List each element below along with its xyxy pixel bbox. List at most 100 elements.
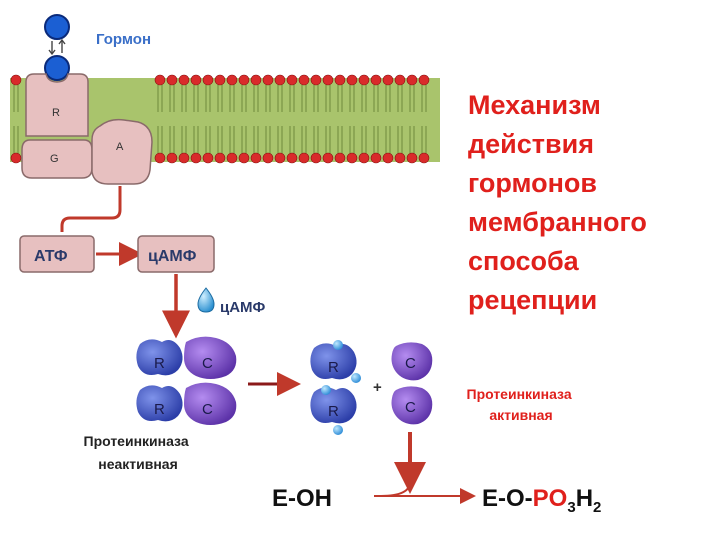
lipid-head (262, 74, 274, 86)
kinase-inactive-label: Протеинкиназа неактивная (84, 433, 193, 472)
lipid-head (334, 152, 346, 164)
substrate-label: E-OH (272, 485, 332, 512)
lipid-head (418, 74, 430, 86)
adenylate-cyclase: A (91, 118, 153, 185)
slide-title: Механизм действия гормонов мембранного с… (468, 86, 708, 320)
lipid-head (190, 152, 202, 164)
lipid-head (202, 152, 214, 164)
lipid-head (166, 74, 178, 86)
r-subunit: R (136, 339, 183, 376)
hormone-molecule-top (44, 14, 70, 40)
lipid-head (178, 74, 190, 86)
svg-text:C: C (202, 355, 213, 372)
lipid-head (322, 152, 334, 164)
lipid-head (226, 152, 238, 164)
title-line: рецепции (468, 285, 598, 315)
lipid-head (214, 152, 226, 164)
lipid-head (274, 74, 286, 86)
hormone-molecules (44, 14, 70, 81)
lipid-head (274, 152, 286, 164)
receptor-label: R (52, 107, 60, 119)
g-protein-label: G (50, 153, 59, 165)
camp-molecule (333, 425, 343, 435)
title-line: Механизм (468, 90, 601, 120)
r-subunit: R (136, 385, 183, 422)
camp-molecule (333, 340, 343, 350)
cyclase-label: A (116, 141, 124, 153)
lipid-head (346, 152, 358, 164)
plus-sign: + (373, 379, 382, 396)
kinase-active-label: Протеинкиназа активная (467, 386, 576, 423)
svg-text:C: C (202, 401, 213, 418)
lipid-head (238, 152, 250, 164)
lipid-head (262, 152, 274, 164)
lipid-head (238, 74, 250, 86)
lipid-head (10, 74, 22, 86)
lipid-head (322, 74, 334, 86)
svg-text:C: C (405, 355, 416, 372)
c-subunit: C (184, 336, 237, 379)
lipid-head (166, 152, 178, 164)
product-label: E-O-PO3H2 (482, 485, 601, 516)
hormone-label: Гормон (96, 31, 151, 48)
lipid-head (406, 74, 418, 86)
lipid-head (154, 152, 166, 164)
svg-text:R: R (328, 403, 339, 420)
svg-text:R: R (154, 401, 165, 418)
camp-box-label: цАМФ (148, 248, 197, 265)
lipid-head (250, 74, 262, 86)
title-line: гормонов (468, 168, 598, 198)
lipid-head (358, 152, 370, 164)
lipid-head (334, 74, 346, 86)
lipid-head (310, 152, 322, 164)
lipid-head (250, 152, 262, 164)
lipid-head (370, 152, 382, 164)
droplet-icon (197, 287, 215, 313)
svg-text:R: R (328, 359, 339, 376)
lipid-head (358, 74, 370, 86)
lipid-head (310, 74, 322, 86)
lipid-head (382, 152, 394, 164)
r-subunit: R (310, 387, 357, 424)
lipid-head (178, 152, 190, 164)
lipid-head (286, 152, 298, 164)
active-catalytic-subunits: C C (391, 342, 433, 425)
hormone-molecule-bound (44, 55, 70, 81)
camp-box: цАМФ (137, 235, 215, 273)
lipid-head (10, 152, 22, 164)
lipid-head (190, 74, 202, 86)
g-protein: G (21, 139, 93, 179)
atp-box: АТФ (19, 235, 95, 273)
title-line: способа (468, 246, 579, 276)
lipid-head (406, 152, 418, 164)
atp-label: АТФ (34, 248, 68, 265)
cyclase-arrow (60, 186, 122, 232)
reaction-curve (379, 481, 411, 497)
svg-text:R: R (154, 355, 165, 372)
lipid-head (370, 74, 382, 86)
lipid-head (286, 74, 298, 86)
r-subunit: R (310, 343, 357, 380)
lipid-head (346, 74, 358, 86)
lipid-head (226, 74, 238, 86)
lipid-head (418, 152, 430, 164)
lipid-head (154, 74, 166, 86)
camp-molecule (321, 385, 331, 395)
receptor-protein: R (25, 73, 89, 137)
lipid-head (394, 152, 406, 164)
title-line: мембранного (468, 207, 647, 237)
lipid-head (202, 74, 214, 86)
protein-kinase-inactive: R R C C (136, 336, 237, 425)
camp-free-label: цАМФ (220, 299, 266, 316)
c-subunit: C (391, 386, 433, 425)
svg-text:C: C (405, 399, 416, 416)
c-subunit: C (391, 342, 433, 381)
lipid-head (298, 152, 310, 164)
title-line: действия (468, 129, 594, 159)
lipid-head (214, 74, 226, 86)
released-regulatory-subunits: R R (310, 340, 361, 435)
up-down-arrows-icon (48, 38, 66, 56)
lipid-head (382, 74, 394, 86)
camp-molecule (351, 373, 361, 383)
